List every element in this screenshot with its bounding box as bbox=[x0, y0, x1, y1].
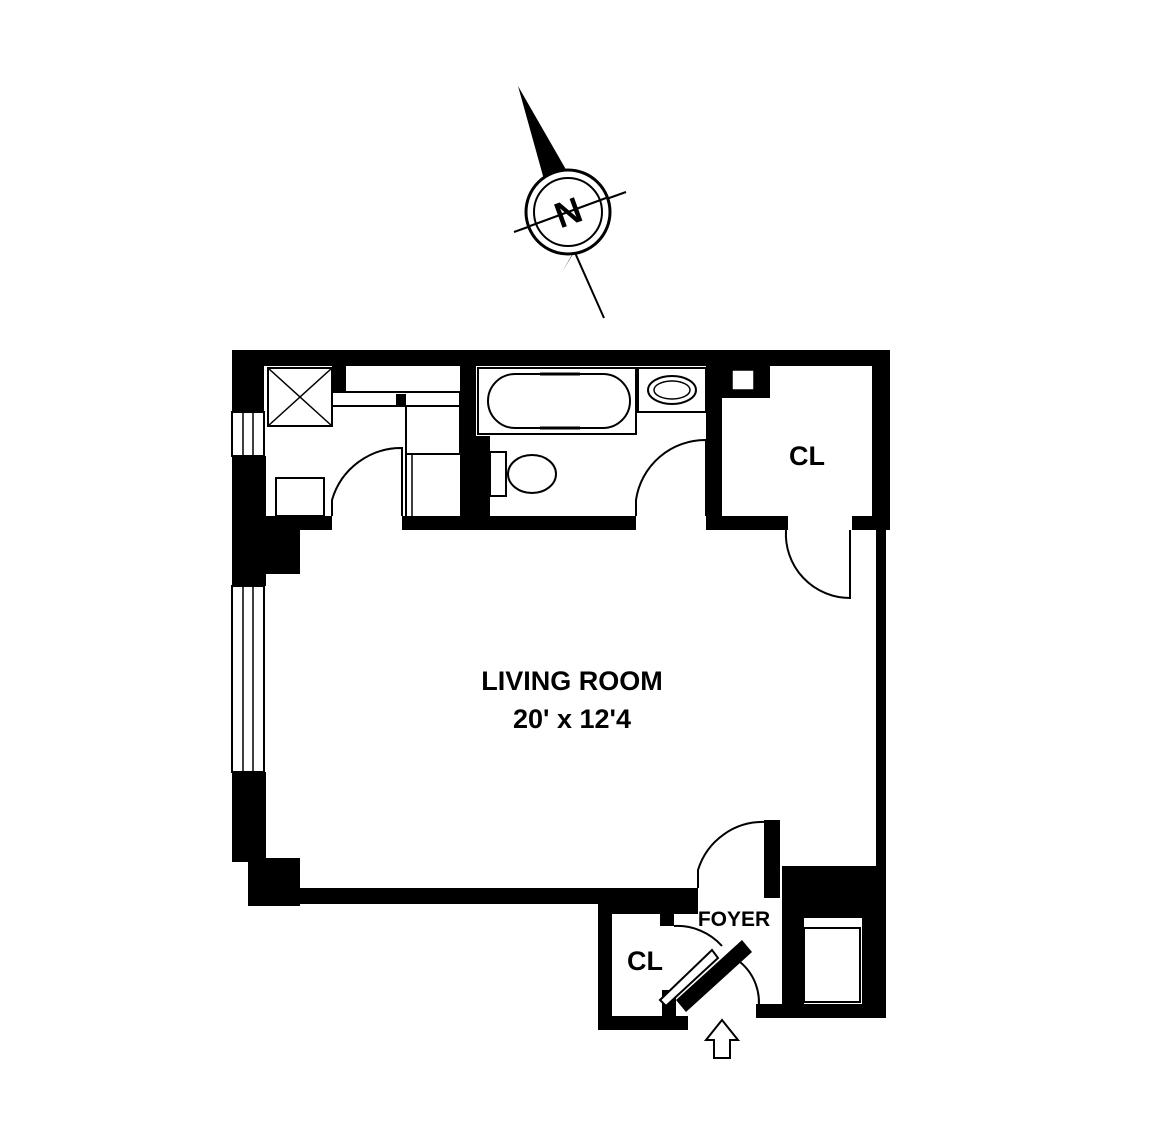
foyer-closet-wall-top bbox=[598, 902, 612, 1030]
wall-right-lower bbox=[862, 900, 886, 1018]
foyer-right-box-wall bbox=[782, 918, 804, 1004]
stove bbox=[275, 477, 325, 517]
toilet-bowl bbox=[507, 454, 557, 494]
outer-walls bbox=[232, 350, 890, 1018]
foyer-closet-wall-bottom bbox=[598, 1016, 688, 1030]
foyer-closet-door-panel bbox=[658, 948, 720, 1008]
bath-wall-right bbox=[706, 366, 722, 516]
wall-bottom-left bbox=[266, 888, 698, 904]
bath-wall-bottom-right bbox=[706, 516, 722, 530]
closet-top: CL bbox=[722, 366, 876, 600]
north-arrow-icon: N bbox=[513, 86, 627, 319]
wall-kitchen-divider bbox=[402, 516, 472, 530]
bath-door-swing bbox=[635, 438, 707, 516]
living-room-size: 20' x 12'4 bbox=[513, 704, 631, 734]
entry-arrow-icon bbox=[703, 1018, 741, 1059]
bath-wall-left-inner bbox=[476, 436, 490, 530]
foyer-door-swing bbox=[697, 820, 767, 888]
wall-left-mid bbox=[232, 456, 266, 586]
bathroom bbox=[460, 366, 722, 530]
bath-wall-bottom bbox=[476, 516, 636, 530]
window-left-main bbox=[231, 585, 265, 773]
kitchenette bbox=[266, 366, 472, 530]
foyer-closet-wall-top-bar bbox=[598, 902, 698, 914]
closet-top-label: CL bbox=[789, 441, 825, 471]
compass-needle-line bbox=[571, 245, 605, 319]
foyer-label: FOYER bbox=[698, 908, 770, 931]
foyer-closet-stub bbox=[660, 902, 674, 926]
fridge-diagonal-b bbox=[267, 367, 333, 427]
cabinet-right bbox=[405, 405, 461, 455]
wall-bottom-right bbox=[756, 1004, 886, 1018]
wall-foyer-left bbox=[764, 820, 780, 898]
kitchen-door-swing bbox=[331, 446, 403, 516]
living-room-label: LIVING ROOM bbox=[481, 666, 663, 696]
wall-right-main bbox=[876, 530, 886, 866]
closet-bottom-label: CL bbox=[627, 946, 663, 976]
window-left-upper bbox=[231, 411, 265, 457]
wall-left-upper bbox=[232, 350, 264, 412]
compass-needle-north bbox=[518, 86, 572, 194]
wall-right-upper bbox=[872, 350, 890, 530]
bath-wall-left bbox=[460, 366, 476, 530]
foyer-wall-angle bbox=[676, 940, 752, 1012]
kitchen-wall-stub bbox=[396, 394, 406, 406]
closet-shaft-inner bbox=[731, 369, 755, 391]
closet-top-wall-bottom bbox=[722, 516, 788, 530]
toilet-tank bbox=[489, 451, 507, 497]
foyer-closet-door-swing bbox=[673, 924, 723, 947]
bathtub-basin bbox=[487, 373, 631, 429]
closet-top-wall-bottom-right bbox=[852, 516, 876, 530]
kitchen-partition bbox=[266, 516, 332, 530]
entry-door-swing bbox=[739, 961, 760, 1013]
foyer-area: CL FOYER bbox=[598, 820, 861, 1030]
wall-top bbox=[232, 350, 890, 366]
foyer-right-box bbox=[803, 927, 861, 1003]
closet-top-door-swing bbox=[784, 529, 851, 600]
column-left-upper bbox=[266, 530, 300, 574]
wall-left-lower bbox=[232, 772, 266, 862]
compass-cross-line-inner bbox=[529, 197, 607, 227]
counter bbox=[332, 366, 346, 392]
sink-basin bbox=[653, 380, 691, 400]
